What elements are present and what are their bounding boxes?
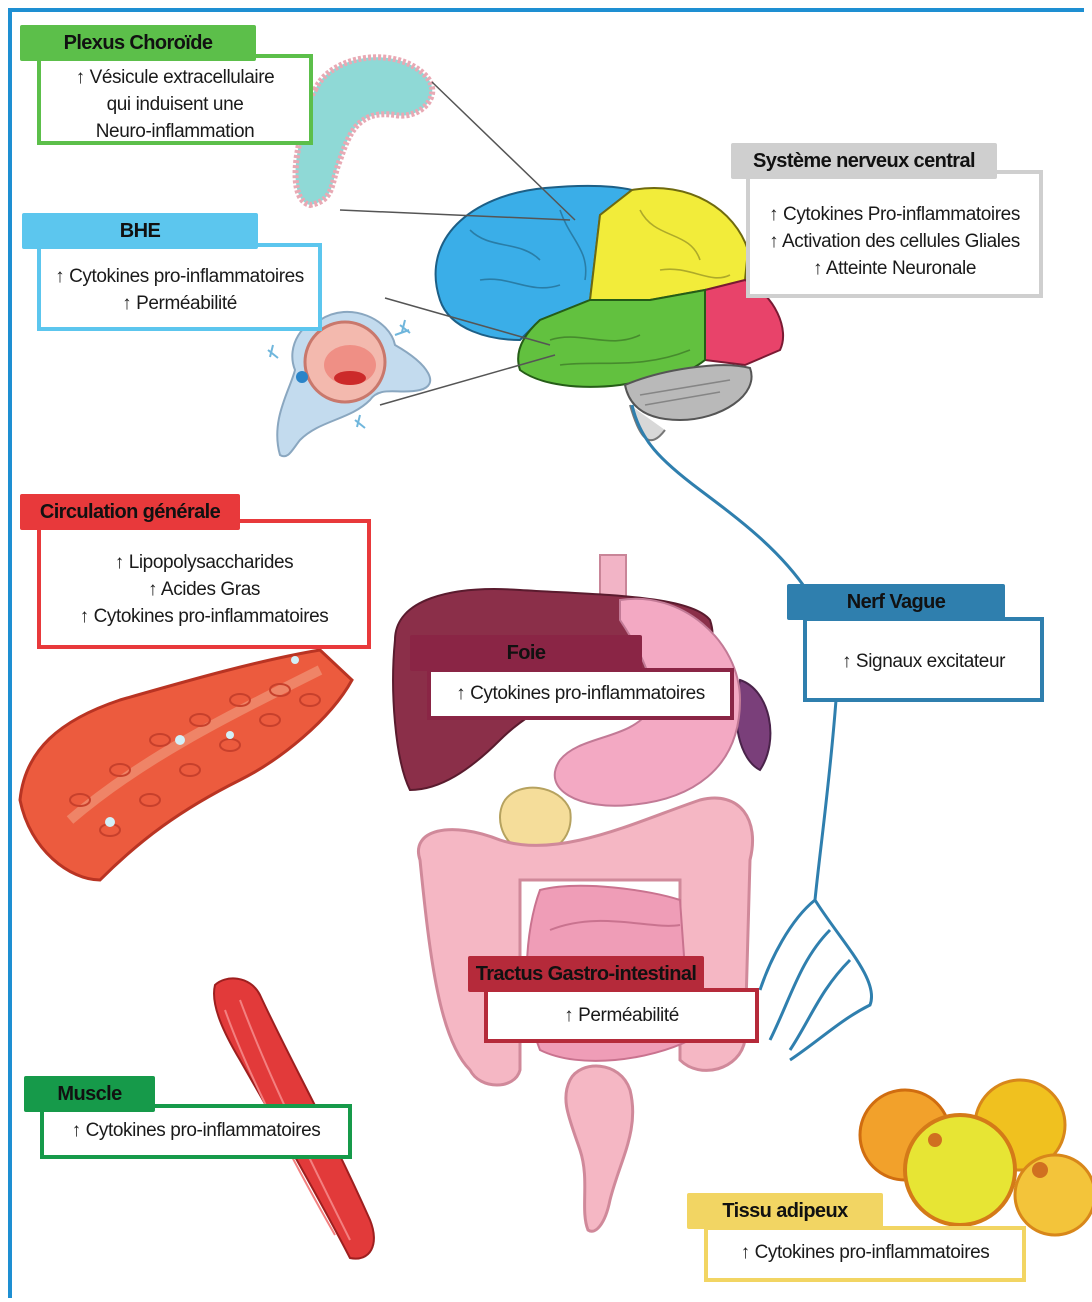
nerf-title: Nerf Vague [787,584,1005,620]
blood-vessel-illustration [20,650,352,880]
bhe-content-box: ↑ Cytokines pro-inflammatoires ↑ Perméab… [37,243,322,331]
adipeux-content-box: ↑ Cytokines pro-inflammatoires [704,1226,1026,1282]
tractus-content-box: ↑ Perméabilité [484,988,759,1043]
circulation-line-2: ↑ Acides Gras [41,576,367,603]
plexus-title: Plexus Choroïde [20,25,256,61]
foie-line-1: ↑ Cytokines pro-inflammatoires [431,680,730,707]
tractus-line-1: ↑ Perméabilité [488,1002,755,1029]
nerf-content-box: ↑ Signaux excitateur [803,617,1044,702]
bhe-title: BHE [22,213,258,249]
circulation-title: Circulation générale [20,494,240,530]
circulation-content-box: ↑ Lipopolysaccharides ↑ Acides Gras ↑ Cy… [37,519,371,649]
bhe-line-2: ↑ Perméabilité [41,290,318,317]
muscle-line-1: ↑ Cytokines pro-inflammatoires [44,1117,348,1144]
muscle-content-box: ↑ Cytokines pro-inflammatoires [40,1104,352,1159]
snc-line-2: ↑ Activation des cellules Gliales [750,228,1039,255]
bhe-line-1: ↑ Cytokines pro-inflammatoires [41,263,318,290]
nerf-line-1: ↑ Signaux excitateur [807,648,1040,675]
brain-illustration [436,186,784,440]
plexus-content-box: ↑ Vésicule extracellulaire qui induisent… [37,54,313,145]
foie-content-box: ↑ Cytokines pro-inflammatoires [427,668,734,720]
plexus-line-2: qui induisent une [41,91,309,118]
adipose-tissue-illustration [860,1080,1092,1235]
blood-brain-barrier-illustration [268,312,430,456]
circulation-line-3: ↑ Cytokines pro-inflammatoires [41,603,367,630]
snc-line-3: ↑ Atteinte Neuronale [750,255,1039,282]
snc-line-1: ↑ Cytokines Pro-inflammatoires [750,201,1039,228]
tractus-title: Tractus Gastro-intestinal [468,956,704,992]
adipeux-line-1: ↑ Cytokines pro-inflammatoires [708,1239,1022,1266]
adipeux-title: Tissu adipeux [687,1193,883,1229]
choroid-plexus-illustration [296,57,433,205]
circulation-line-1: ↑ Lipopolysaccharides [41,549,367,576]
snc-title: Système nerveux central [731,143,997,179]
muscle-title: Muscle [24,1076,155,1112]
plexus-line-3: Neuro-inflammation [41,118,309,145]
plexus-line-1: ↑ Vésicule extracellulaire [41,64,309,91]
foie-title: Foie [410,635,642,671]
snc-content-box: ↑ Cytokines Pro-inflammatoires ↑ Activat… [746,170,1043,298]
